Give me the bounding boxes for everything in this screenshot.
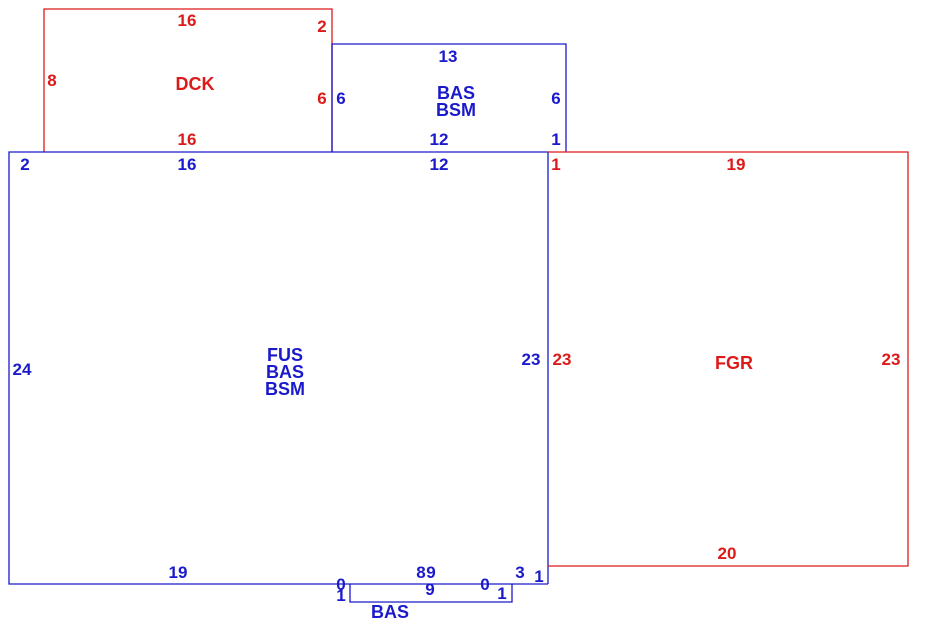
bas-bsm-outline [331,43,567,152]
bas-bsm-area-label-1: BAS [437,83,475,103]
dim-dck-bottom: 16 [178,130,197,149]
dim-main-top-right: 12 [430,155,449,174]
dim-dck-top-right: 2 [317,17,326,36]
dck-area-label: DCK [176,74,215,94]
dim-bump-bottom: 9 [425,580,434,599]
dim-fgr-left: 23 [553,350,572,369]
dim-bas-bottom: 12 [430,130,449,149]
dim-main-right: 23 [522,350,541,369]
dim-bas-bottom-right: 1 [551,130,560,149]
dim-dck-top: 16 [178,11,197,30]
dim-dck-right: 6 [317,89,326,108]
dim-main-bottom-notch-a: 0 [336,575,345,594]
dim-main-bottom: 19 [169,563,188,582]
dim-main-bottom-0: 0 [480,575,489,594]
dim-main-top-left-corner: 2 [20,155,29,174]
dim-main-left: 24 [13,360,32,379]
main-area-label-3: BSM [265,379,305,399]
dim-fgr-right: 23 [882,350,901,369]
dim-fgr-top: 19 [727,155,746,174]
dim-main-top-left: 16 [178,155,197,174]
main-area-label-2: BAS [266,362,304,382]
dim-bump-right: 1 [497,584,506,603]
dim-main-bottom-1: 1 [534,567,543,586]
bas-bsm-area-label-2: BSM [436,100,476,120]
dim-main-bottom-3: 3 [515,563,524,582]
fgr-outline [548,151,909,567]
dim-dck-left: 8 [47,71,56,90]
dim-bas-right: 6 [551,89,560,108]
fgr-area-label: FGR [715,353,753,373]
dim-bas-top: 13 [439,47,458,66]
dim-fgr-bottom: 20 [718,544,737,563]
main-outline [8,151,549,585]
dim-bas-left: 6 [336,89,345,108]
bas-bump-outline [349,584,513,603]
main-area-label-1: FUS [267,345,303,365]
dim-main-bottom-notch-b: 1 [336,586,345,605]
dim-fgr-top-left-corner: 1 [551,155,560,174]
bas-bump-area-label: BAS [371,602,409,622]
dim-main-bottom-9: 9 [426,563,435,582]
dim-main-bottom-8: 8 [416,563,425,582]
